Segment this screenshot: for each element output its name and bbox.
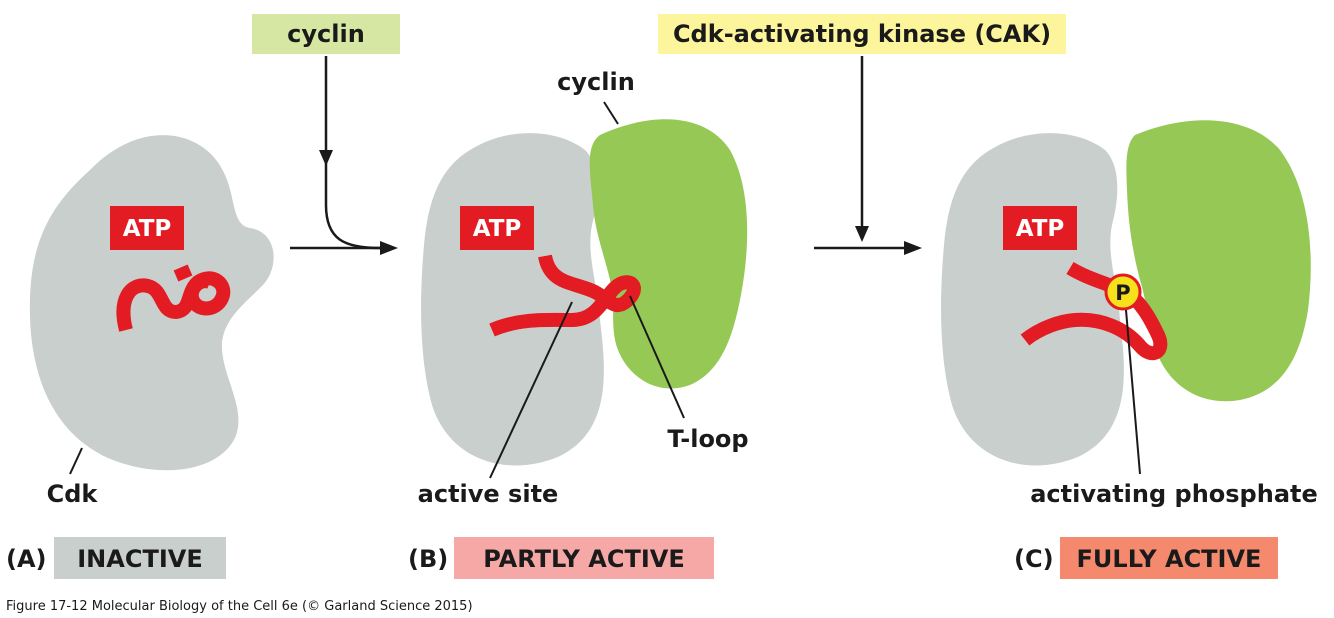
atp-badge-c [1003,206,1077,250]
t-loop-inactive [116,271,231,332]
cdk-protein-inactive [29,135,274,471]
atp-label-b: ATP [473,216,522,242]
atp-badge-b [460,206,534,250]
phosphate-symbol: P [1115,281,1130,305]
cyclin-input-box [252,14,400,54]
cak-phosphorylation-step: Cdk-activating kinase (CAK) [658,14,1066,255]
cyclin-input-arrow-line [324,56,381,250]
cyclin-label-leader [603,101,619,125]
panel-a: ATP Cdk [29,135,274,508]
atp-label-a: ATP [123,216,172,242]
activating-phosphate-label: activating phosphate [1030,480,1318,508]
active-site-label: active site [418,480,559,508]
phosphate-icon [1104,273,1142,311]
cyclin-protein-b [589,119,748,389]
figure-caption: Figure 17-12 Molecular Biology of the Ce… [6,599,473,614]
reaction-arrowhead-2 [904,241,922,255]
cak-input-box [658,14,1066,54]
panel-c-letter: (C) [1014,545,1054,573]
partly-active-badge [454,537,714,579]
cyclin-binding-step: cyclin [252,14,400,255]
status-row: (A) INACTIVE (B) PARTLY ACTIVE (C) FULLY… [6,537,1278,579]
reaction-arrowhead-1 [380,241,398,255]
cyclin-label: cyclin [557,68,635,96]
cdk-protein-fully-active [941,133,1124,466]
cyclin-down-arrowhead [319,150,333,166]
cdk-leader-line [69,447,83,475]
cak-input-label: Cdk-activating kinase (CAK) [673,20,1051,48]
atp-badge-a [110,206,184,250]
panel-c: ATP P activating phosphate [941,120,1318,508]
inactive-label: INACTIVE [77,545,202,573]
t-loop-label: T-loop [667,425,748,453]
cyclin-protein-c [1126,120,1311,402]
panel-b: ATP cyclin active site T-loop [418,68,749,508]
t-loop-partly-active [489,254,641,337]
panel-a-letter: (A) [6,545,47,573]
fully-active-badge [1060,537,1278,579]
partly-active-label: PARTLY ACTIVE [483,545,684,573]
panel-b-letter: (B) [408,545,448,573]
atp-label-c: ATP [1016,216,1065,242]
inactive-badge [54,537,226,579]
activating-phosphate-leader [1125,309,1141,475]
cyclin-input-label: cyclin [287,20,365,48]
t-loop-leader [629,295,685,419]
cak-down-arrowhead [855,226,869,242]
cdk-protein-partly-active [421,133,604,466]
t-loop-inactive-tail [173,264,193,282]
active-site-leader [489,301,573,479]
fully-active-label: FULLY ACTIVE [1077,545,1262,573]
cdk-label: Cdk [47,480,99,508]
